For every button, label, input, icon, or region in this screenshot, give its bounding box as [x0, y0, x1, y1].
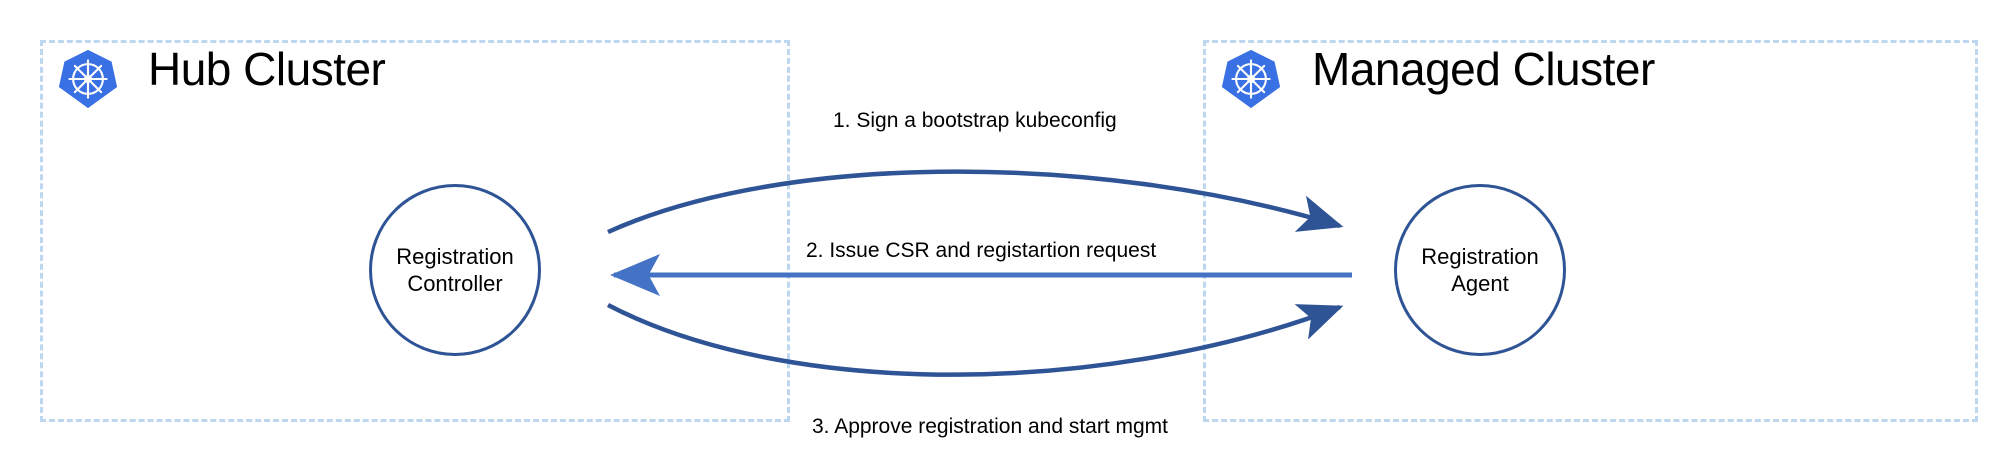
registration-agent-node[interactable]: Registration Agent	[1394, 184, 1566, 356]
flow-label-3: 3. Approve registration and start mgmt	[812, 415, 1169, 438]
managed-cluster-title: Managed Cluster	[1312, 43, 1655, 95]
registration-controller-node[interactable]: Registration Controller	[369, 184, 541, 356]
hub-cluster-boundary	[40, 40, 790, 422]
node-label-line1: Registration	[1421, 243, 1539, 269]
flow-label-1: 1. Sign a bootstrap kubeconfig	[833, 109, 1117, 132]
node-label-line1: Registration	[396, 243, 514, 269]
hub-cluster-title: Hub Cluster	[148, 43, 386, 95]
managed-cluster-boundary	[1203, 40, 1978, 422]
node-label-line2: Agent	[1451, 271, 1509, 296]
kubernetes-icon	[1221, 49, 1281, 109]
flow-label-2: 2. Issue CSR and registartion request	[806, 239, 1157, 262]
kubernetes-icon	[58, 49, 118, 109]
flow-arrow-1	[607, 169, 1344, 235]
node-label-line2: Controller	[407, 271, 503, 296]
flow-arrow-3	[606, 303, 1344, 377]
